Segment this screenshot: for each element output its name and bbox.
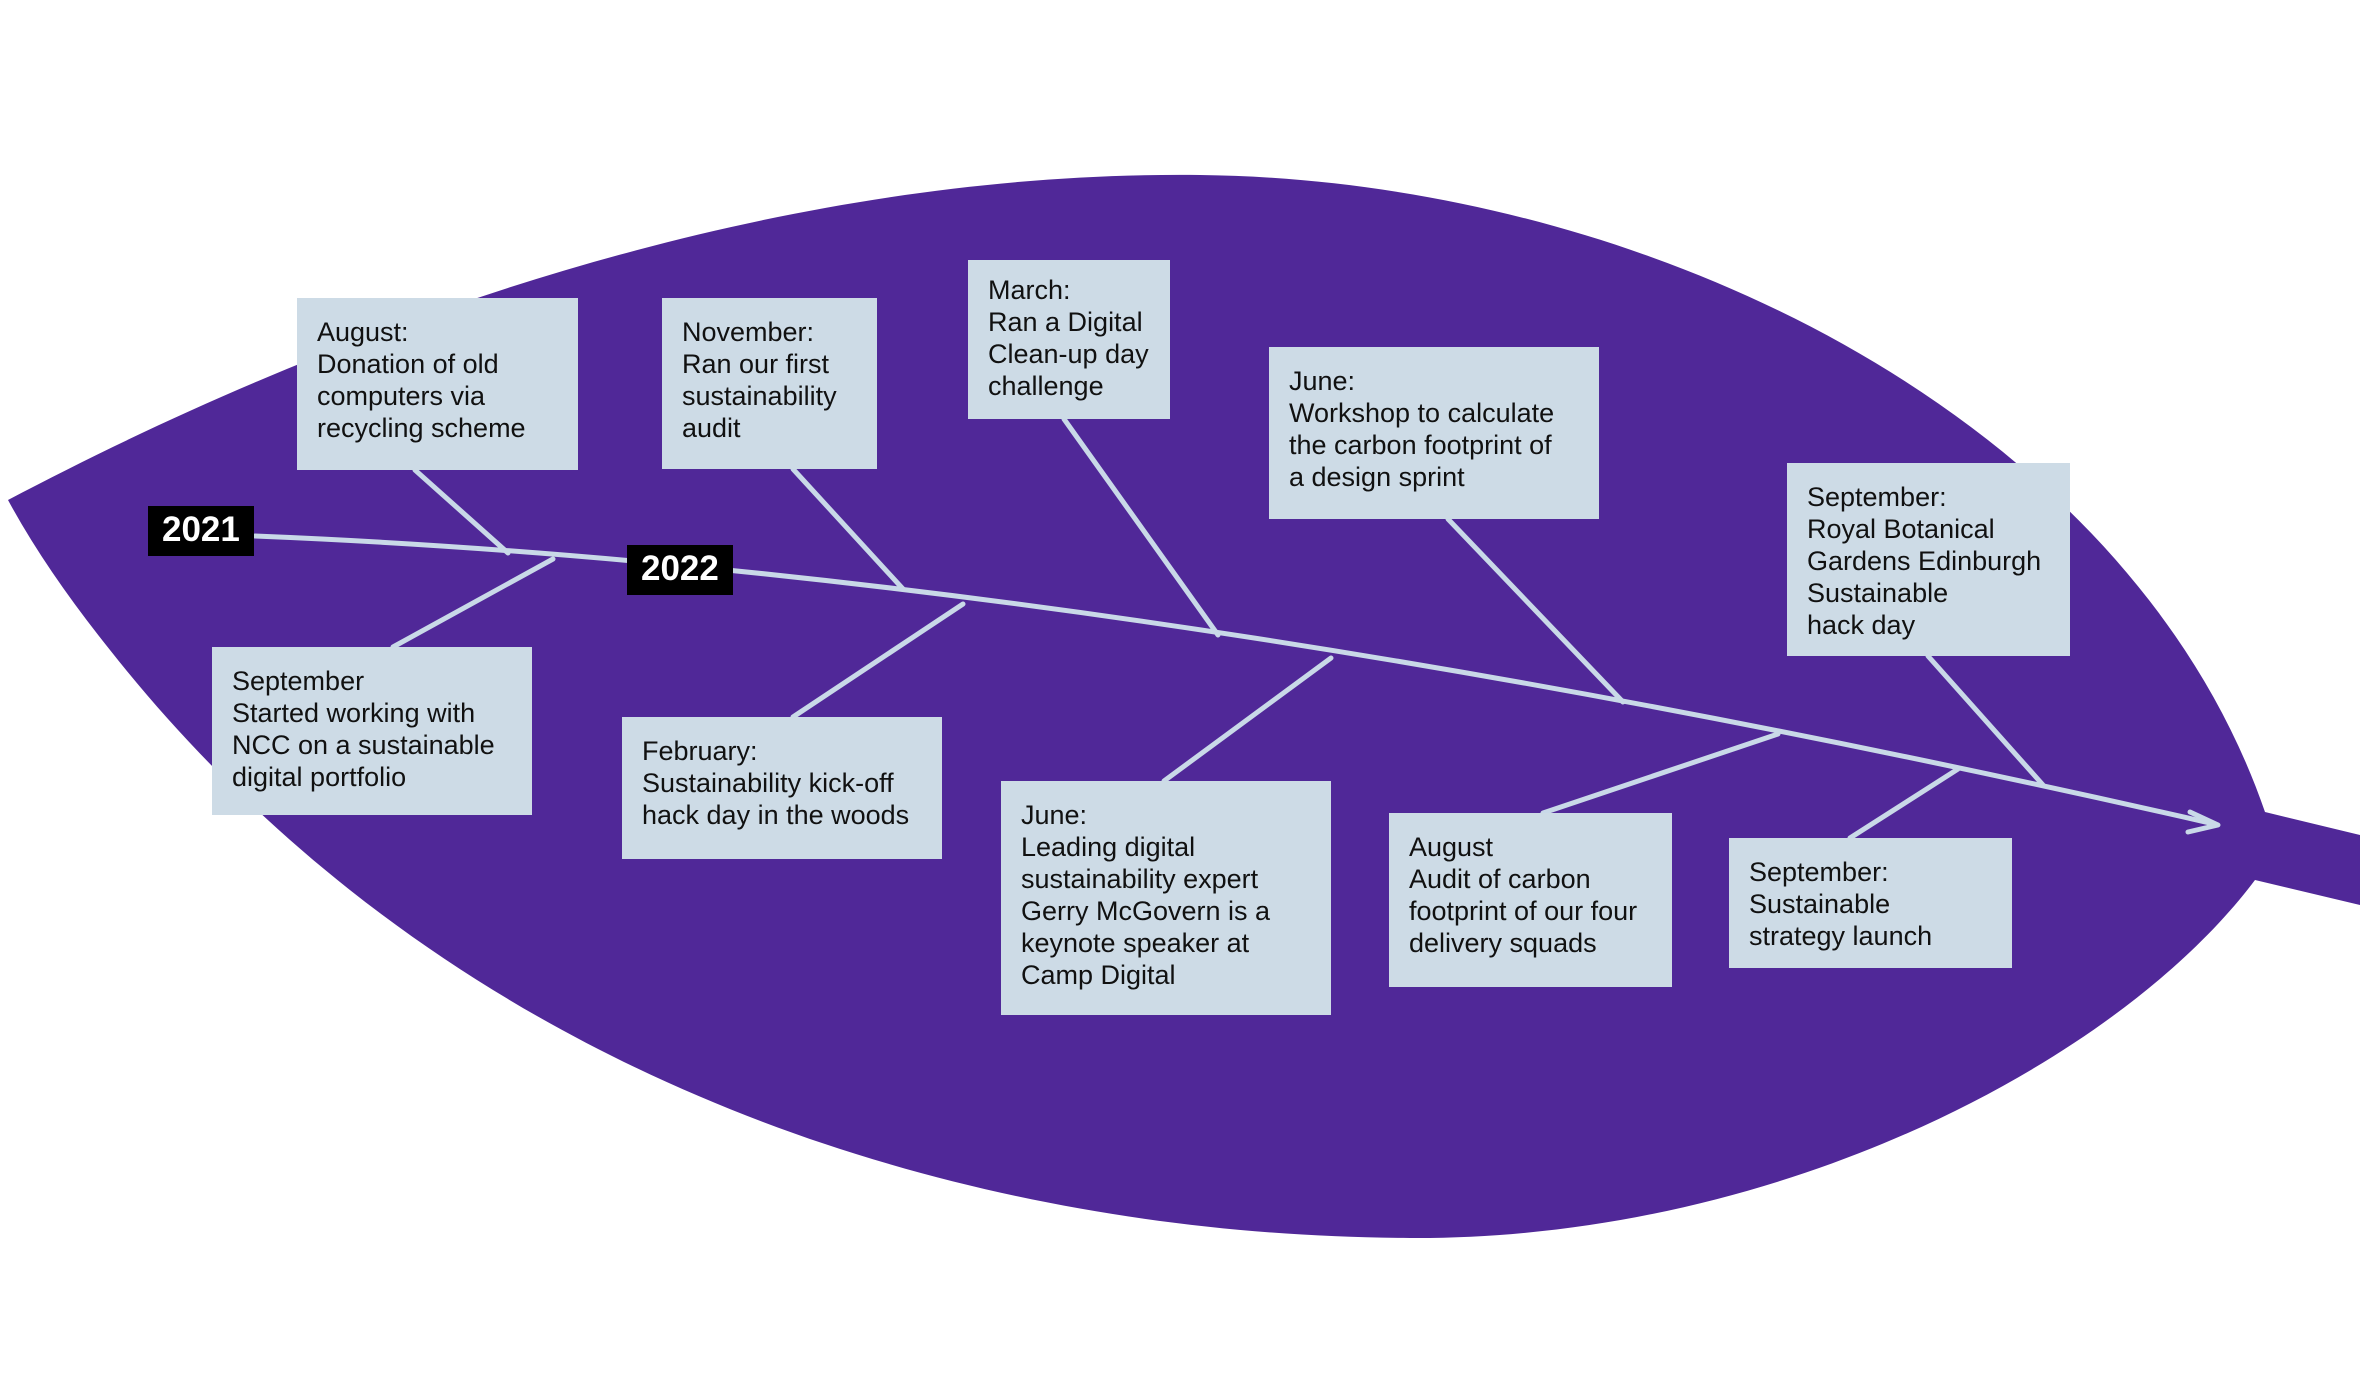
event-date: March: [988,275,1071,305]
event-text-line: sustainability expert [1021,864,1259,894]
year-label-2021: 2021 [148,506,254,556]
branch-jun-2022-a [1161,655,1334,784]
branch-sep-2021 [390,556,556,650]
event-text-line: footprint of our four [1409,896,1638,926]
event-text-line: Gardens Edinburgh [1807,546,2042,576]
event-text-line: a design sprint [1289,462,1465,492]
event-date: February: [642,736,758,766]
event-text-line: hack day [1807,610,1916,640]
event-date: August: [317,317,409,347]
event-date: September: [1807,482,1947,512]
event-text-line: Gerry McGovern is a [1021,896,1271,926]
event-text-line: Clean-up day [988,339,1149,369]
event-text-line: the carbon footprint of [1289,430,1552,460]
event-text-line: Donation of old [317,349,499,379]
event-text-line: Started working with [232,698,476,728]
event-text-line: Workshop to calculate [1289,398,1555,428]
event-text-line: recycling scheme [317,413,526,443]
event-text-line: strategy launch [1749,921,1933,951]
branch-feb-2022 [790,601,966,720]
branch-sep-2022-a [1925,653,2046,788]
event-date: September [232,666,365,696]
event-text-line: Sustainability kick-off [642,768,894,798]
event-text-line: NCC on a sustainable [232,730,495,760]
event-text-line: Royal Botanical [1807,514,1995,544]
event-text-line: audit [682,413,741,443]
event-text-line: challenge [988,371,1104,401]
event-date: June: [1021,800,1088,830]
event-text-line: keynote speaker at [1021,928,1250,958]
event-text-line: Leading digital [1021,832,1196,862]
branch-mar-2022 [1061,416,1221,638]
event-text-line: sustainability [682,381,837,411]
year-label-2022: 2022 [627,545,733,595]
event-text-line: delivery squads [1409,928,1597,958]
event-text-line: Ran a Digital [988,307,1143,337]
branch-nov-2021 [790,466,906,592]
event-text-line: digital portfolio [232,762,407,792]
timeline-arrowhead [2185,809,2221,835]
event-date: September: [1749,857,1889,887]
event-text-line: hack day in the woods [642,800,910,830]
event-date: November: [682,317,815,347]
branch-jun-2022-b [1445,516,1626,705]
branch-aug-2022 [1540,731,1781,816]
event-date: August [1409,832,1494,862]
event-text-line: computers via [317,381,486,411]
event-text-line: Sustainable [1749,889,1891,919]
event-text-line: Camp Digital [1021,960,1176,990]
event-date: June: [1289,366,1356,396]
leaf-shape [8,174,2360,1239]
branch-sep-2022-b [1847,766,1961,841]
event-text-line: Audit of carbon [1409,864,1591,894]
event-text-line: Ran our first [682,349,830,379]
event-text-line: Sustainable [1807,578,1949,608]
branch-aug-2021 [412,467,511,556]
timeline-spine [252,533,2213,826]
